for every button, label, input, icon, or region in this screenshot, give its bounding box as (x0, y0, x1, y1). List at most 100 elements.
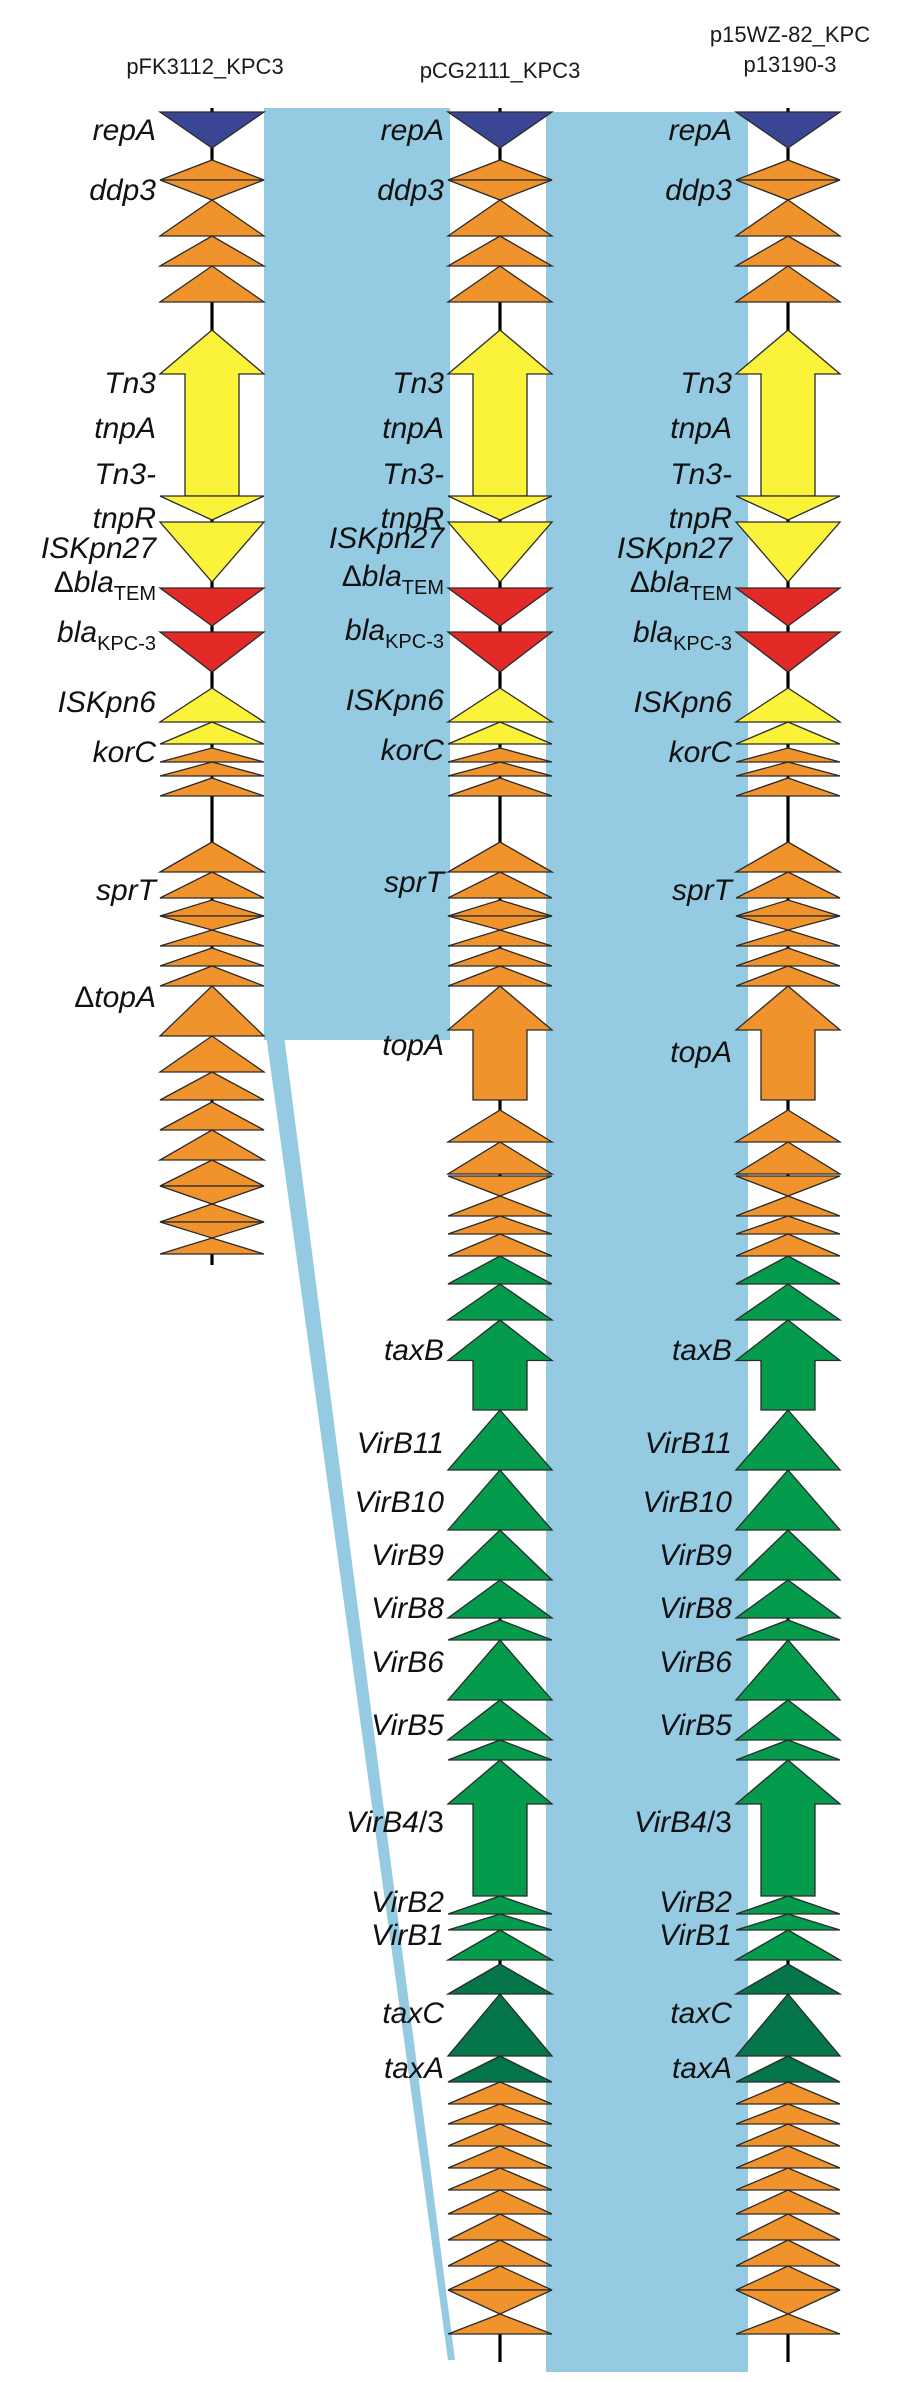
gene-name: topA (94, 981, 156, 1014)
gene-label-virb11: VirB11 (357, 1427, 444, 1460)
gene-name: Tn3 (104, 367, 156, 400)
gene-name: bla (362, 560, 402, 593)
gene-name: ddp3 (89, 174, 156, 207)
gene-name: VirB10 (354, 1486, 444, 1519)
gene-label-iskpn27: ISKpn27 (329, 522, 445, 555)
gene-name: VirB10 (642, 1486, 732, 1519)
gene-subscript: TEM (402, 577, 444, 599)
gene-label-iskpn6: ISKpn6 (634, 686, 733, 719)
gene-arrow (735, 871, 841, 899)
gene-arrow (447, 495, 553, 521)
gene-label-topa: topA (670, 1036, 732, 1069)
plasmid-name: pFK3112_KPC3 (126, 54, 283, 79)
gene-arrow (447, 871, 553, 899)
gene-name: VirB9 (659, 1539, 732, 1572)
gene-arrow (447, 899, 553, 917)
gene-arrow (446, 1579, 554, 1619)
plasmid-name: pCG2111_KPC3 (420, 58, 581, 83)
gene-arrow (735, 915, 841, 931)
gene-arrow (734, 985, 842, 1101)
gene-label-korc: korC (381, 734, 445, 767)
gene-arrow (447, 2289, 553, 2315)
gene-arrow (735, 1619, 841, 1641)
gene-label-iskpn6: ISKpn6 (346, 684, 445, 717)
gene-arrow (735, 2055, 841, 2083)
gene-name-suffix: /3 (419, 1806, 444, 1839)
gene-arrow (446, 1409, 554, 1471)
gene-name: topA (382, 1029, 444, 1062)
gene-name: bla (345, 614, 385, 647)
gene-arrow (447, 2123, 553, 2147)
gene-name: tnpA (94, 412, 156, 445)
gene-name: sprT (96, 874, 159, 907)
gene-subscript: TEM (690, 583, 732, 605)
gene-arrow (446, 985, 554, 1101)
gene-arrow (733, 1929, 843, 1961)
gene-name: korC (381, 734, 445, 767)
gene-arrow (734, 521, 842, 583)
gene-name: Tn3 (392, 367, 444, 400)
gene-label-taxc: taxC (670, 1997, 732, 2030)
gene-arrow (445, 1283, 555, 1321)
gene-arrow (445, 1929, 555, 1961)
gene-name: ISKpn6 (634, 686, 733, 719)
gene-arrow (735, 1175, 841, 1197)
gene-arrow (735, 1913, 841, 1931)
gene-name: VirB1 (659, 1919, 732, 1952)
plasmid-track (445, 108, 555, 2362)
gene-arrow (447, 2145, 553, 2169)
gene-arrow (447, 2055, 553, 2083)
gene-label-tn3dash: Tn3- (382, 458, 444, 491)
gene-arrow (446, 1529, 554, 1581)
gene-label-iskpn27: ISKpn27 (617, 532, 733, 565)
gene-label-sprt: sprT (96, 874, 159, 907)
gene-arrow (734, 1469, 842, 1531)
gene-arrow (157, 235, 267, 267)
gene-name: sprT (384, 866, 447, 899)
gene-label-virb9: VirB9 (659, 1539, 732, 1572)
gene-label-taxa: taxA (672, 2052, 732, 2085)
gene-arrow (159, 929, 265, 947)
gene-label-blakpc: blaKPC-3 (633, 616, 732, 655)
gene-arrow (445, 1963, 555, 1995)
gene-arrow (447, 1195, 553, 1217)
gene-label-korc: korC (93, 736, 157, 769)
gene-label-repA: repA (93, 114, 156, 147)
gene-arrow (447, 2213, 553, 2241)
gene-label-tn3dash: Tn3- (670, 458, 732, 491)
gene-name: bla (633, 616, 673, 649)
gene-name: VirB11 (645, 1427, 732, 1460)
gene-arrow (159, 721, 265, 745)
gene-arrow (447, 2103, 553, 2125)
gene-name: tnpR (381, 502, 444, 535)
gene-arrow (446, 1699, 554, 1741)
gene-label-ddp3: ddp3 (665, 174, 732, 207)
gene-label-tnpr: tnpR (669, 502, 732, 535)
gene-arrow (733, 265, 843, 303)
gene-arrow (735, 761, 841, 777)
gene-arrow (446, 1639, 554, 1701)
gene-label-virb6: VirB6 (371, 1646, 444, 1679)
gene-arrow (159, 1203, 265, 1223)
gene-arrow (158, 985, 266, 1037)
gene-arrow (735, 929, 841, 947)
plasmid-name: p15WZ-82_KPC (710, 22, 870, 47)
gene-arrow (157, 111, 267, 149)
gene-arrow (159, 1071, 265, 1101)
gene-arrow (447, 2313, 553, 2335)
gene-name: VirB5 (371, 1709, 444, 1742)
gene-arrow (446, 1992, 554, 2057)
gene-labels: repAddp3Tn3tnpATn3-tnpRISKpn27ΔblaTEMbla… (617, 114, 735, 2085)
gene-label-tnpr: tnpR (93, 502, 156, 535)
gene-arrow (447, 1233, 553, 1257)
gene-arrow (157, 1129, 267, 1161)
gene-label-virb8: VirB8 (659, 1592, 732, 1625)
gene-arrow (447, 721, 553, 745)
gene-label-virb8: VirB8 (371, 1592, 444, 1625)
gene-arrow (445, 1109, 555, 1143)
gene-subscript: TEM (114, 583, 156, 605)
gene-arrow (447, 761, 553, 777)
gene-label-virb11: VirB11 (645, 1427, 732, 1460)
gene-label-ddp3: ddp3 (89, 174, 156, 207)
gene-label-virb6: VirB6 (659, 1646, 732, 1679)
